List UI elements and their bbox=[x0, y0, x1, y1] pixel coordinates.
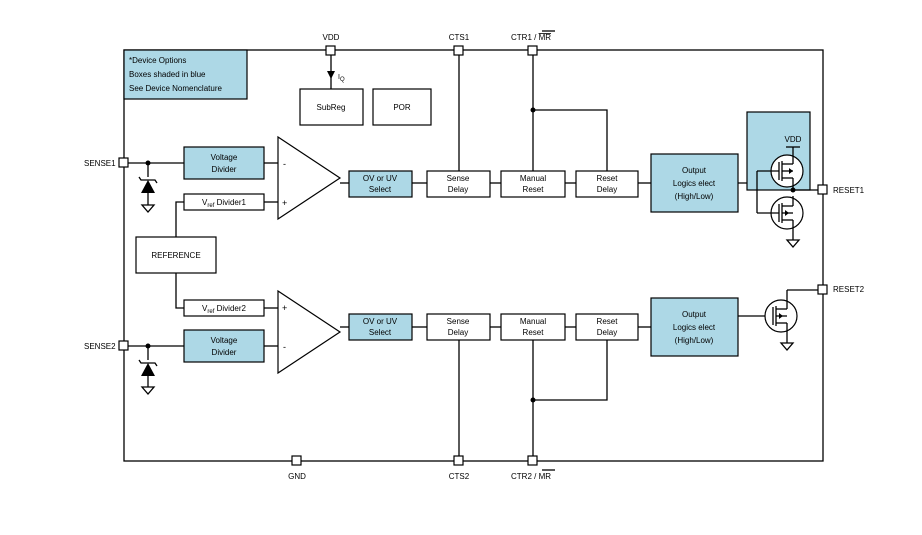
device-boundary bbox=[123, 49, 824, 462]
reference-label: REFERENCE bbox=[151, 251, 200, 260]
note-line-2: Boxes shaded in blue bbox=[129, 70, 206, 79]
sense1-pin bbox=[118, 157, 129, 168]
voltage-divider-1-block bbox=[183, 146, 265, 180]
cts1-pin bbox=[453, 45, 464, 56]
cts2-pin-label: CTS2 bbox=[449, 472, 470, 481]
ctr1-pin-label: CTR1 / MR bbox=[511, 33, 551, 42]
device-options-note: *Device Options Boxes shaded in blue See… bbox=[123, 49, 248, 100]
voltage-divider-2-line1: Voltage bbox=[211, 336, 238, 345]
ovuv-select-1-block bbox=[348, 170, 413, 198]
manual-reset-1-block bbox=[500, 170, 566, 198]
cts2-pin bbox=[453, 455, 464, 466]
output-logic-2-line1: Output bbox=[682, 310, 707, 319]
output-logic-1-line1: Output bbox=[682, 166, 707, 175]
subreg-block bbox=[299, 88, 364, 126]
note-line-3: See Device Nomenclature bbox=[129, 84, 222, 93]
por-label: POR bbox=[393, 103, 411, 112]
reset-delay-2-line2: Delay bbox=[597, 328, 617, 337]
voltage-divider-2-block bbox=[183, 329, 265, 363]
ovuv-select-2-block bbox=[348, 313, 413, 341]
sense-delay-2-line2: Delay bbox=[448, 328, 468, 337]
ovuv-select-2-line1: OV or UV bbox=[363, 317, 398, 326]
comparator-2-plus: + bbox=[282, 303, 287, 313]
output-logic-2-line2: Logics elect bbox=[673, 323, 716, 332]
vdd-pin-label: VDD bbox=[323, 33, 340, 42]
sense-delay-2-line1: Sense bbox=[447, 317, 470, 326]
reset1-pin bbox=[817, 184, 828, 195]
sense-delay-1-line1: Sense bbox=[447, 174, 470, 183]
sense-delay-1-block bbox=[426, 170, 491, 198]
vref-divider-1-label: Vref Divider1 bbox=[202, 198, 246, 209]
cts1-pin-label: CTS1 bbox=[449, 33, 470, 42]
tvs-diode-1-icon bbox=[138, 163, 158, 213]
comparator-1-plus: + bbox=[282, 198, 287, 208]
subreg-label: SubReg bbox=[317, 103, 346, 112]
reset-delay-1-block bbox=[575, 170, 639, 198]
sense2-pin-label: SENSE2 bbox=[84, 342, 116, 351]
output-logic-2-line3: (High/Low) bbox=[675, 336, 714, 345]
comparator-1 bbox=[277, 135, 342, 221]
ground-2-icon bbox=[779, 342, 795, 351]
reset-delay-2-line1: Reset bbox=[597, 317, 619, 326]
ctr2-pin bbox=[527, 455, 538, 466]
reset-delay-1-line2: Delay bbox=[597, 185, 617, 194]
reference-block bbox=[135, 236, 217, 274]
nmos-transistor-2-icon bbox=[764, 290, 798, 343]
output-logic-2-block bbox=[650, 297, 739, 357]
comparator-1-minus: - bbox=[283, 159, 286, 169]
ovuv-select-1-line1: OV or UV bbox=[363, 174, 398, 183]
manual-reset-2-line2: Reset bbox=[523, 328, 545, 337]
tvs-diode-2-icon bbox=[138, 346, 158, 395]
manual-reset-1-line2: Reset bbox=[523, 185, 545, 194]
sense-delay-1-line2: Delay bbox=[448, 185, 468, 194]
manual-reset-2-line1: Manual bbox=[520, 317, 546, 326]
note-line-1: *Device Options bbox=[129, 56, 186, 65]
ctr1-pin bbox=[527, 45, 538, 56]
output-logic-1-line3: (High/Low) bbox=[675, 192, 714, 201]
output-logic-1-line2: Logics elect bbox=[673, 179, 716, 188]
gnd-pin-label: GND bbox=[288, 472, 306, 481]
ctr2-pin-label: CTR2 / MR bbox=[511, 472, 551, 481]
reset2-pin-label: RESET2 bbox=[833, 285, 865, 294]
ovuv-select-1-line2: Select bbox=[369, 185, 392, 194]
manual-reset-2-block bbox=[500, 313, 566, 341]
iq-arrow-icon bbox=[327, 71, 335, 79]
por-block bbox=[372, 88, 432, 126]
internal-vdd-label: VDD bbox=[785, 135, 802, 144]
nmos-transistor-1-icon bbox=[770, 196, 804, 240]
voltage-divider-1-line1: Voltage bbox=[211, 153, 238, 162]
ovuv-select-2-line2: Select bbox=[369, 328, 392, 337]
comparator-2 bbox=[277, 289, 342, 375]
reset-delay-1-line1: Reset bbox=[597, 174, 619, 183]
vdd-pin bbox=[325, 45, 336, 56]
gnd-pin bbox=[291, 455, 302, 466]
reset2-pin bbox=[817, 284, 828, 295]
ground-icon bbox=[785, 239, 801, 248]
iq-label: IQ bbox=[338, 74, 345, 83]
voltage-divider-2-line2: Divider bbox=[212, 348, 237, 357]
reset1-pin-label: RESET1 bbox=[833, 186, 865, 195]
pmos-transistor-icon bbox=[770, 154, 804, 190]
sense2-pin bbox=[118, 340, 129, 351]
reset-delay-2-block bbox=[575, 313, 639, 341]
manual-reset-1-line1: Manual bbox=[520, 174, 546, 183]
vref-divider-2-label: Vref Divider2 bbox=[202, 304, 246, 315]
sense1-pin-label: SENSE1 bbox=[84, 159, 116, 168]
comparator-2-minus: - bbox=[283, 342, 286, 352]
voltage-divider-1-line2: Divider bbox=[212, 165, 237, 174]
